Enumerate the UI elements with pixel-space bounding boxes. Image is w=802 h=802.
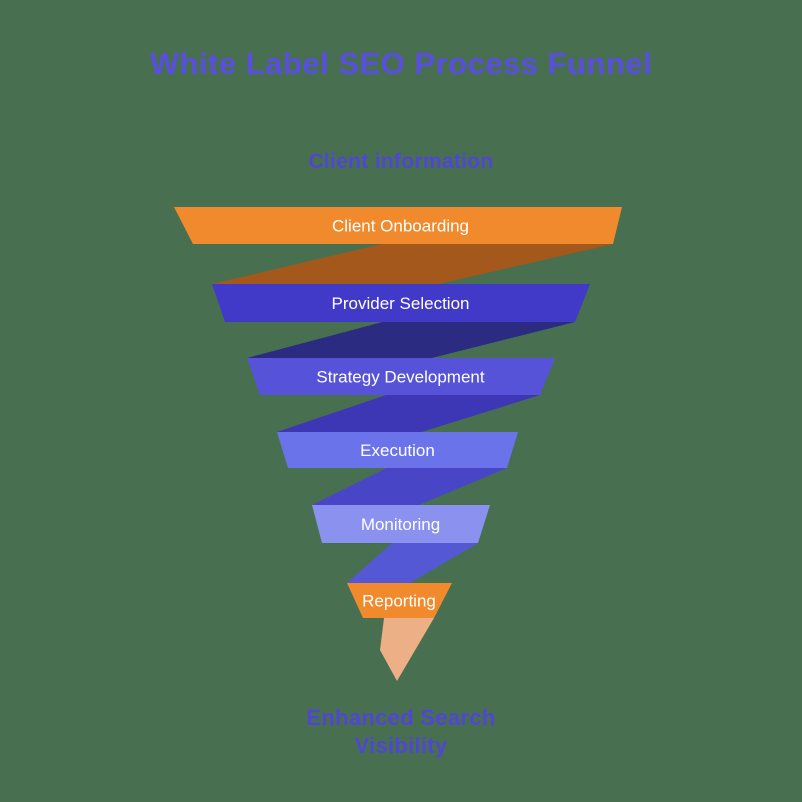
funnel-bottom-label-line2: Visibility bbox=[354, 733, 448, 758]
funnel-bottom-label-line1: Enhanced Search bbox=[306, 705, 496, 730]
funnel-stage-provider-selection bbox=[212, 284, 590, 322]
funnel-stage-label-client-onboarding: Client Onboarding bbox=[332, 217, 469, 236]
funnel-fold-5 bbox=[347, 543, 478, 583]
funnel-stage-label-strategy-development: Strategy Development bbox=[316, 368, 484, 387]
funnel-stage-label-execution: Execution bbox=[360, 441, 435, 460]
funnel-stage-label-monitoring: Monitoring bbox=[361, 515, 440, 534]
funnel-bottom-label: Enhanced Search Visibility bbox=[0, 704, 802, 760]
funnel-stage-execution bbox=[277, 432, 518, 468]
funnel-stage-label-reporting: Reporting bbox=[362, 592, 436, 611]
page-title: White Label SEO Process Funnel bbox=[149, 46, 653, 81]
funnel-fold-3 bbox=[277, 395, 540, 432]
funnel-top-label: Client information bbox=[308, 150, 494, 173]
funnel-stage-monitoring bbox=[312, 505, 490, 543]
funnel-stage-strategy-development bbox=[247, 358, 555, 395]
funnel-fold-2 bbox=[247, 322, 575, 358]
funnel-stage-client-onboarding bbox=[174, 207, 622, 244]
funnel-tail bbox=[380, 618, 434, 681]
funnel-fold-1 bbox=[212, 244, 613, 284]
funnel-fold-4 bbox=[312, 468, 507, 505]
funnel-stage-label-provider-selection: Provider Selection bbox=[332, 294, 470, 313]
funnel-stage-reporting bbox=[347, 583, 452, 618]
